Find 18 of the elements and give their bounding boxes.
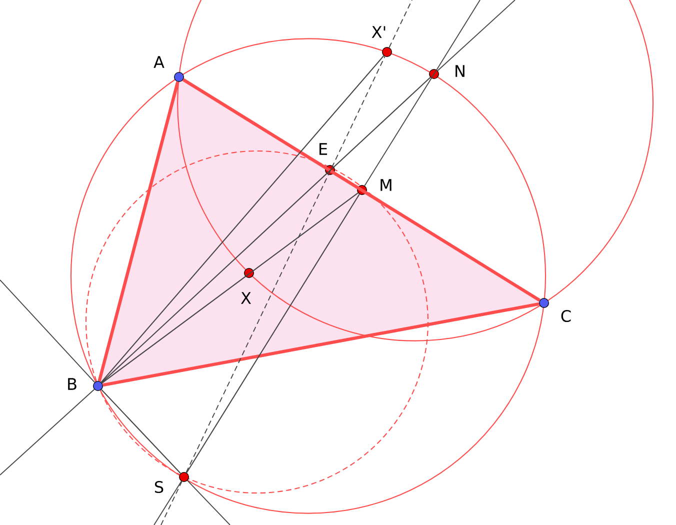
- point-label: M: [380, 179, 392, 191]
- line: [101, 77, 431, 383]
- line: [182, 78, 541, 302]
- line: [186, 194, 360, 474]
- line: [100, 55, 384, 383]
- line: [102, 192, 358, 384]
- point-label: X': [372, 26, 386, 38]
- point-label: B: [68, 378, 76, 390]
- point-label: E: [320, 143, 328, 155]
- line: [186, 56, 386, 473]
- line: [101, 389, 181, 474]
- point-label: N: [456, 65, 464, 77]
- point-label: C: [561, 310, 571, 322]
- line: [98, 81, 180, 382]
- line: [102, 302, 540, 387]
- point-label: S: [154, 480, 164, 494]
- point-label: X: [241, 292, 251, 304]
- point-label: A: [154, 56, 164, 68]
